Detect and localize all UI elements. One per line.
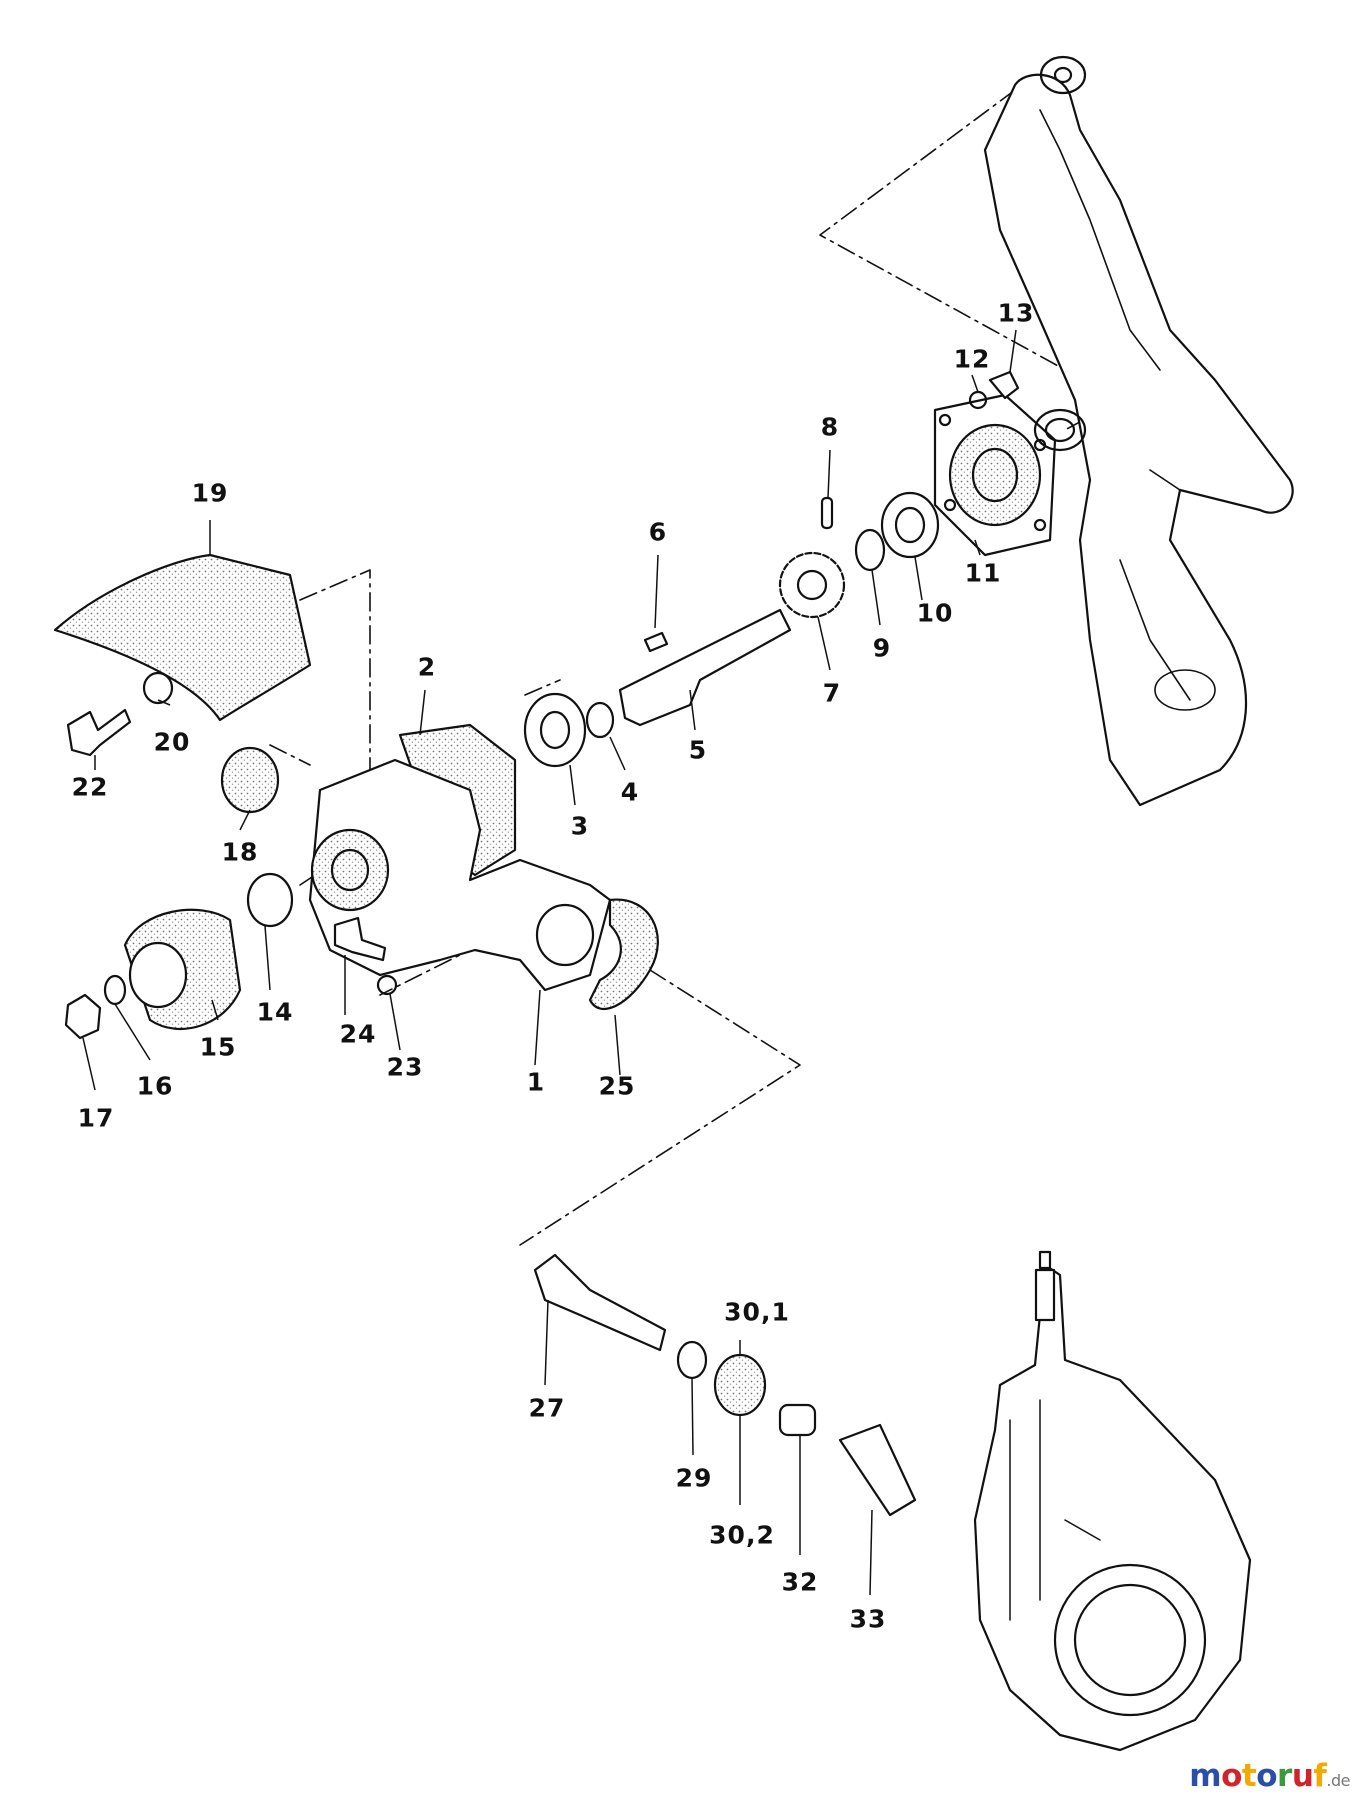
- washer-23: [376, 974, 398, 996]
- watermark-letter: f: [1313, 1758, 1327, 1794]
- watermark-logo: motoruf.de: [1189, 1758, 1350, 1794]
- gear-7: [778, 551, 846, 619]
- watermark-suffix: .de: [1326, 1771, 1350, 1790]
- watermark-letter: o: [1221, 1758, 1242, 1794]
- callout-24: 24: [339, 1019, 377, 1049]
- sleeve-33: [838, 1423, 917, 1517]
- callout-8: 8: [820, 412, 840, 442]
- bearing-10: [880, 491, 940, 559]
- callout-19: 19: [191, 478, 229, 508]
- callout-7: 7: [822, 678, 842, 708]
- bearing-3: [523, 692, 587, 768]
- needle-32: [778, 1403, 817, 1437]
- callout-32: 32: [781, 1567, 819, 1597]
- callout-5: 5: [688, 735, 708, 765]
- callout-10: 10: [916, 598, 954, 628]
- washer-16: [103, 974, 127, 1006]
- pinion-27: [533, 1253, 667, 1352]
- callout-18: 18: [221, 837, 259, 867]
- callout-2: 2: [417, 652, 437, 682]
- gasket-25: [588, 898, 659, 1011]
- assembly-lines: [269, 89, 1121, 1246]
- bolt-24: [333, 916, 387, 962]
- callout-30-1: 30,1: [724, 1297, 790, 1327]
- shaft-5: [618, 608, 792, 727]
- callout-23: 23: [386, 1052, 424, 1082]
- callout-15: 15: [199, 1032, 237, 1062]
- ring-4: [585, 701, 615, 739]
- callout-30-2: 30,2: [709, 1520, 775, 1550]
- washer-20: [142, 671, 174, 705]
- pin-8: [820, 496, 834, 530]
- engine: [973, 1263, 1252, 1752]
- nut-17: [64, 993, 102, 1040]
- callout-1: 1: [526, 1067, 546, 1097]
- callout-29: 29: [675, 1463, 713, 1493]
- callout-6: 6: [648, 517, 668, 547]
- ring-29: [676, 1340, 708, 1380]
- watermark-letter: u: [1291, 1758, 1314, 1794]
- housing: [308, 758, 612, 992]
- bearing-14: [246, 872, 294, 928]
- callout-12: 12: [953, 344, 991, 374]
- callout-3: 3: [570, 811, 590, 841]
- ring: [1033, 408, 1087, 452]
- watermark-letter: r: [1277, 1758, 1292, 1794]
- screw-13: [988, 370, 1020, 400]
- callout-22: 22: [71, 772, 109, 802]
- watermark-letter: o: [1256, 1758, 1278, 1794]
- bearing-30: [713, 1353, 767, 1417]
- key-6: [643, 631, 669, 653]
- callout-13: 13: [997, 298, 1035, 328]
- leader-lines: [82, 329, 1017, 1596]
- washer-top: [1039, 55, 1087, 95]
- callout-17: 17: [77, 1103, 115, 1133]
- bolt-22: [66, 708, 132, 757]
- cover-19: [53, 553, 312, 722]
- callout-20: 20: [153, 727, 191, 757]
- watermark-letter: m: [1189, 1758, 1222, 1794]
- callout-9: 9: [872, 633, 892, 663]
- seal-18: [220, 746, 280, 814]
- watermark-letter: t: [1241, 1758, 1257, 1794]
- callout-4: 4: [620, 777, 640, 807]
- callout-25: 25: [598, 1071, 636, 1101]
- callout-27: 27: [528, 1393, 566, 1423]
- callout-33: 33: [849, 1604, 887, 1634]
- ring-9: [854, 528, 886, 572]
- callout-11: 11: [964, 558, 1002, 588]
- callout-16: 16: [136, 1071, 174, 1101]
- callout-14: 14: [256, 997, 294, 1027]
